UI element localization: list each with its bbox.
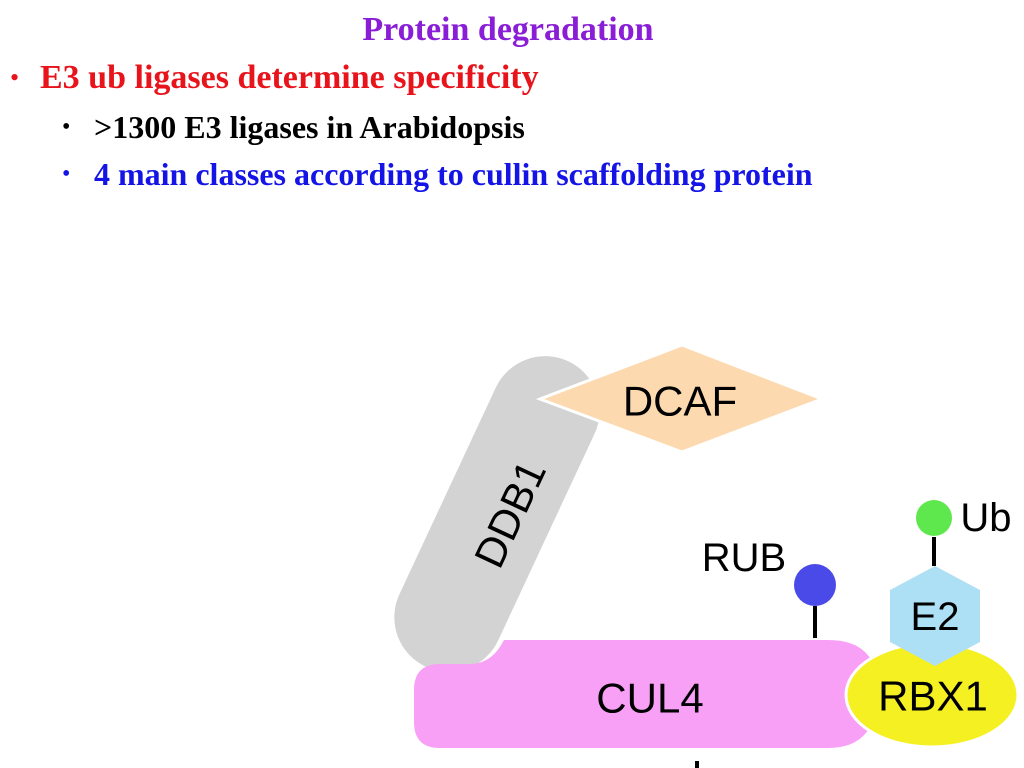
bullet-e3-specificity: • E3 ub ligases determine specificity [10, 56, 539, 100]
cul4-subunit: CUL4 [414, 640, 878, 748]
dcaf-subunit: DCAF [535, 343, 827, 454]
ub-modification: Ub [916, 496, 1012, 566]
ddb1-subunit: DDB1 [391, 353, 603, 675]
rub-circle-icon [794, 564, 836, 606]
rub-modification: RUB [702, 536, 836, 638]
dcaf-shape [535, 343, 827, 454]
bullet-text: 4 main classes according to cullin scaff… [94, 156, 813, 192]
e2-shape [890, 566, 980, 666]
bullet-marker: • [62, 114, 71, 140]
bullet-cullin-classes: • 4 main classes according to cullin sca… [62, 153, 813, 195]
ub-label: Ub [960, 496, 1011, 540]
bullet-marker: • [10, 63, 20, 92]
cul4-shape [414, 640, 878, 748]
cul4-label: CUL4 [596, 675, 703, 722]
bullet-marker: • [62, 161, 71, 187]
dcaf-label: DCAF [623, 378, 737, 425]
bullet-text: >1300 E3 ligases in Arabidopsis [94, 109, 525, 145]
rbx1-subunit: RBX1 [844, 641, 1020, 749]
slide-title: Protein degradation [362, 11, 654, 48]
bullet-e3-count: • >1300 E3 ligases in Arabidopsis [62, 106, 525, 148]
e2-subunit: E2 [890, 566, 980, 666]
rbx1-label: RBX1 [878, 673, 988, 720]
e2-label: E2 [911, 595, 960, 639]
ub-circle-icon [916, 500, 952, 536]
rub-label: RUB [702, 536, 786, 580]
bullet-text: E3 ub ligases determine specificity [40, 59, 539, 96]
